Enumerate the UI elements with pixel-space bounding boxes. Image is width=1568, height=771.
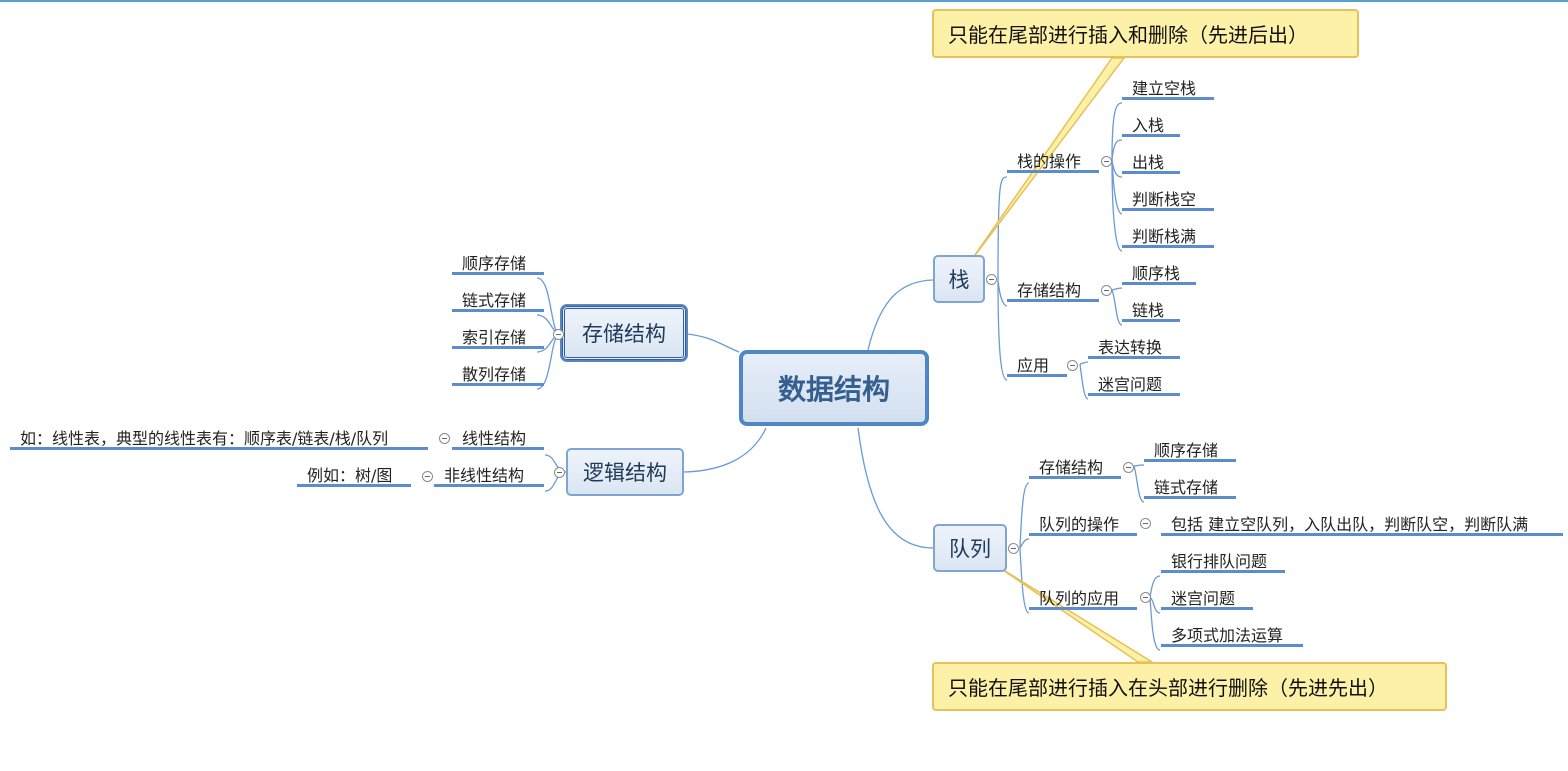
linear-structure-note[interactable]: 如：线性表，典型的线性表有：顺序表/链表/栈/队列 — [10, 428, 428, 450]
link-root-stack — [867, 279, 934, 351]
list-item[interactable]: 顺序存储 — [1144, 440, 1236, 462]
list-item[interactable]: 多项式加法运算 — [1161, 625, 1303, 647]
collapse-icon[interactable] — [554, 467, 565, 478]
link-stack-storage-children — [1111, 287, 1123, 326]
stack-node[interactable]: 栈 — [933, 255, 985, 303]
queue-ops-detail[interactable]: 包括 建立空队列，入队出队，判断队空，判断队满 — [1161, 514, 1563, 536]
queue-label: 队列 — [949, 537, 991, 561]
list-item[interactable]: 链式存储 — [1144, 477, 1236, 499]
link-queue-apps-children — [1149, 575, 1161, 651]
logic-structure-label: 逻辑结构 — [583, 461, 667, 485]
stack-label: 栈 — [948, 268, 970, 292]
list-item[interactable]: 顺序栈 — [1122, 263, 1196, 285]
list-item[interactable]: 链式存储 — [452, 290, 544, 312]
list-item[interactable]: 判断栈空 — [1122, 189, 1214, 211]
collapse-icon[interactable] — [1101, 285, 1112, 296]
stack-apps-node[interactable]: 应用 — [1007, 355, 1067, 377]
collapse-icon[interactable] — [422, 471, 433, 482]
queue-callout[interactable]: 只能在尾部进行插入在头部进行删除（先进先出） — [932, 662, 1447, 711]
stack-callout-pointer — [969, 57, 1126, 263]
nonlinear-structure-node[interactable]: 非线性结构 — [434, 465, 544, 487]
link-root-queue — [857, 427, 934, 549]
link-storage-children — [536, 277, 561, 390]
nonlinear-structure-note[interactable]: 例如：树/图 — [297, 465, 411, 487]
link-root-logic — [683, 427, 767, 473]
stack-ops-node[interactable]: 栈的操作 — [1007, 151, 1099, 173]
collapse-icon[interactable] — [1123, 462, 1134, 473]
list-item[interactable]: 顺序存储 — [452, 253, 544, 275]
queue-callout-text: 只能在尾部进行插入在头部进行删除（先进先出） — [948, 676, 1388, 700]
link-stack-children — [997, 176, 1008, 381]
list-item[interactable]: 迷宫问题 — [1088, 374, 1180, 396]
collapse-icon[interactable] — [1067, 360, 1078, 371]
queue-node[interactable]: 队列 — [933, 524, 1007, 572]
collapse-icon[interactable] — [553, 329, 564, 340]
queue-storage-node[interactable]: 存储结构 — [1029, 457, 1121, 479]
list-item[interactable]: 表达转换 — [1088, 337, 1180, 359]
link-queue-storage-children — [1133, 464, 1145, 503]
linear-structure-node[interactable]: 线性结构 — [452, 428, 544, 450]
queue-apps-node[interactable]: 队列的应用 — [1029, 588, 1137, 610]
logic-structure-node[interactable]: 逻辑结构 — [566, 448, 684, 496]
list-item[interactable]: 索引存储 — [452, 327, 544, 349]
list-item[interactable]: 建立空栈 — [1122, 78, 1214, 100]
root-label: 数据结构 — [777, 373, 890, 406]
link-stack-ops-children — [1111, 102, 1123, 252]
storage-structure-node[interactable]: 存储结构 — [562, 306, 686, 360]
root-node[interactable]: 数据结构 — [739, 350, 929, 426]
collapse-icon[interactable] — [1101, 156, 1112, 167]
list-item[interactable]: 银行排队问题 — [1161, 551, 1285, 573]
collapse-icon[interactable] — [1008, 543, 1019, 554]
top-rule — [0, 0, 1568, 2]
stack-storage-node[interactable]: 存储结构 — [1007, 280, 1099, 302]
stack-callout[interactable]: 只能在尾部进行插入和删除（先进后出） — [932, 9, 1359, 58]
collapse-icon[interactable] — [1140, 592, 1151, 603]
collapse-icon[interactable] — [986, 274, 997, 285]
storage-structure-label: 存储结构 — [582, 322, 666, 346]
queue-callout-pointer — [996, 565, 1155, 663]
list-item[interactable]: 出栈 — [1122, 152, 1180, 174]
list-item[interactable]: 散列存储 — [452, 364, 544, 386]
list-item[interactable]: 入栈 — [1122, 115, 1180, 137]
list-item[interactable]: 判断栈满 — [1122, 226, 1214, 248]
collapse-icon[interactable] — [1140, 518, 1151, 529]
queue-ops-node[interactable]: 队列的操作 — [1029, 514, 1137, 536]
link-stack-apps-children — [1079, 361, 1089, 400]
collapse-icon[interactable] — [439, 433, 450, 444]
list-item[interactable]: 链栈 — [1122, 300, 1180, 322]
list-item[interactable]: 迷宫问题 — [1161, 588, 1253, 610]
link-root-storage — [685, 333, 740, 353]
link-queue-children — [1019, 482, 1030, 614]
stack-callout-text: 只能在尾部进行插入和删除（先进后出） — [948, 23, 1308, 47]
